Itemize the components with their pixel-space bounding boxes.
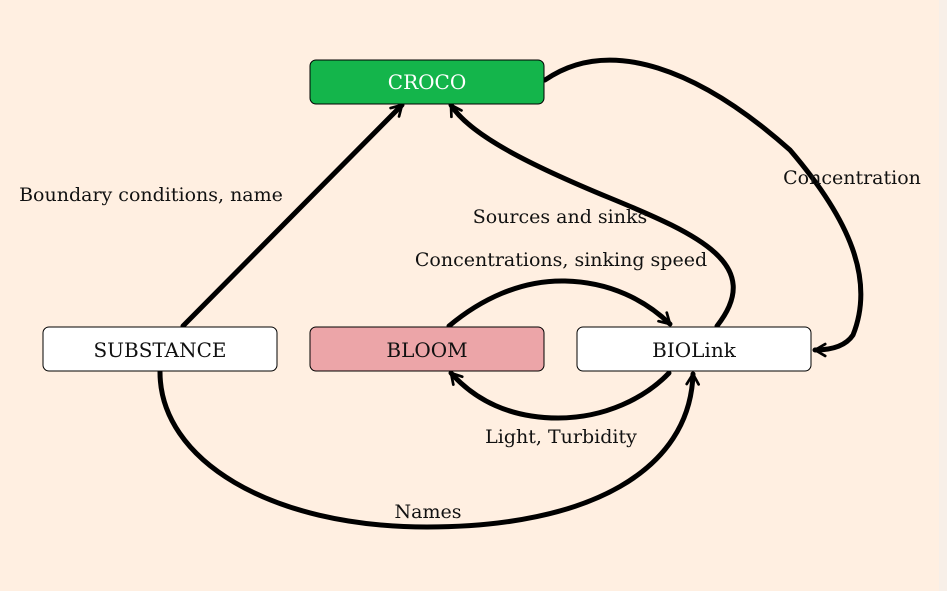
edge-croco-to-biolink: [542, 57, 864, 358]
edge-bloom-to-biolink: [446, 278, 673, 329]
edge-substance-to-croco: [180, 102, 405, 329]
node-substance: SUBSTANCE: [42, 326, 278, 372]
label-concentration: Concentration: [783, 167, 921, 189]
node-bloom-label: BLOOM: [386, 338, 467, 362]
node-substance-box: [42, 326, 278, 372]
node-bloom: BLOOM: [309, 326, 545, 372]
label-concentrations-sinking-speed: Concentrations, sinking speed: [415, 249, 707, 271]
node-croco-box: [309, 59, 545, 105]
label-light-turbidity: Light, Turbidity: [485, 426, 637, 448]
node-biolink: BIOLink: [576, 326, 812, 372]
node-croco-label: CROCO: [388, 70, 466, 94]
edge-biolink-to-croco: [448, 102, 736, 329]
right-edge-strip: [939, 0, 947, 591]
node-croco: CROCO: [309, 59, 545, 105]
node-biolink-box: [576, 326, 812, 372]
label-boundary-conditions: Boundary conditions, name: [19, 184, 283, 206]
edge-substance-to-biolink: [157, 369, 700, 530]
label-sources-and-sinks: Sources and sinks: [473, 206, 648, 228]
node-substance-label: SUBSTANCE: [93, 338, 226, 362]
node-bloom-box: [309, 326, 545, 372]
label-names: Names: [395, 501, 462, 523]
edge-biolink-to-bloom: [448, 370, 672, 421]
node-biolink-label: BIOLink: [652, 338, 737, 362]
